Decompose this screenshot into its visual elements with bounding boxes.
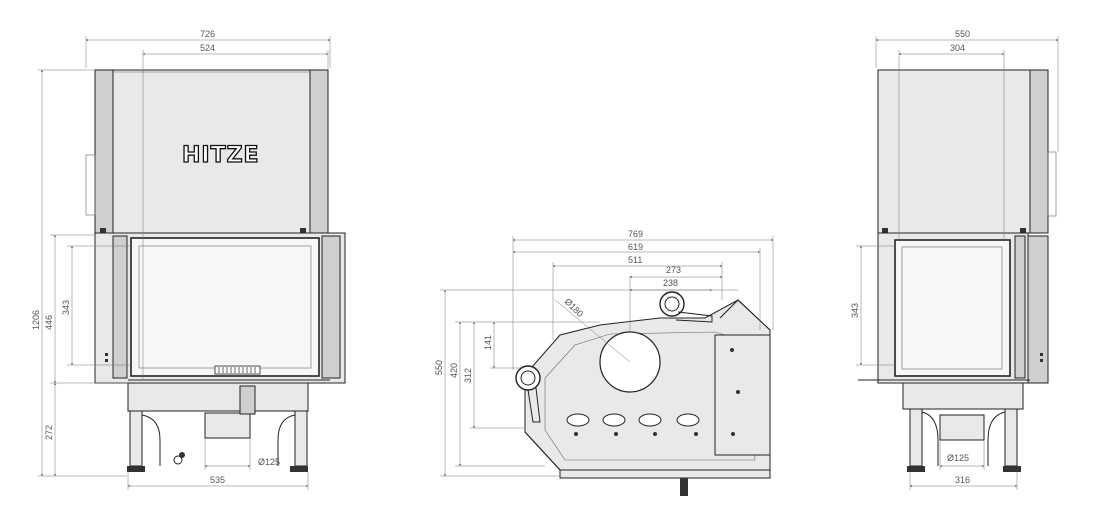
dim-420: 420 xyxy=(449,363,459,378)
dim-316: 316 xyxy=(955,475,970,485)
front-view: HITZE xyxy=(31,29,346,490)
dim-273: 273 xyxy=(666,265,681,275)
dim-535: 535 xyxy=(210,475,225,485)
top-view: Ø180 769 619 511 273 xyxy=(434,229,774,496)
dim-343-side: 343 xyxy=(850,303,860,318)
brand-logo: HITZE xyxy=(182,143,260,168)
dim-272: 272 xyxy=(44,425,54,440)
side-view: 550 304 343 Ø125 316 xyxy=(850,29,1059,490)
dim-726: 726 xyxy=(200,29,215,39)
front-glass xyxy=(130,237,320,377)
dim-511: 511 xyxy=(628,255,642,265)
dim-flue-front: Ø125 xyxy=(258,457,280,467)
dim-1206: 1206 xyxy=(31,310,41,330)
dim-446: 446 xyxy=(44,315,54,330)
dim-343-front: 343 xyxy=(61,300,71,315)
dim-flue-side: Ø125 xyxy=(947,453,969,463)
dim-524: 524 xyxy=(200,43,215,53)
side-glass xyxy=(894,239,1011,377)
dim-550-side: 550 xyxy=(955,29,970,39)
dim-238: 238 xyxy=(663,278,678,288)
dim-141: 141 xyxy=(483,335,493,350)
dim-312: 312 xyxy=(463,368,473,383)
dim-619: 619 xyxy=(628,242,643,252)
dim-550-top: 550 xyxy=(434,360,444,375)
dim-769: 769 xyxy=(628,229,643,239)
dim-304: 304 xyxy=(950,43,965,53)
